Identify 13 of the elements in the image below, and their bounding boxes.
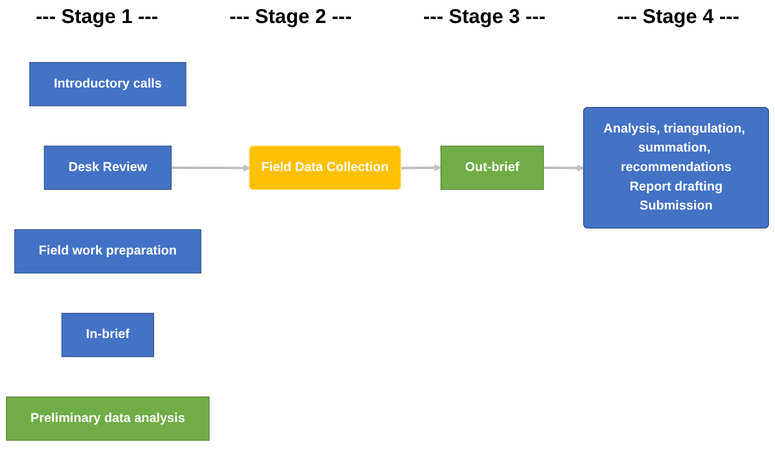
node-box: In-brief	[61, 312, 154, 357]
node-box: Preliminary data analysis	[6, 396, 210, 440]
arrow	[171, 164, 250, 172]
stage-heading: --- Stage 4 ---	[617, 6, 740, 28]
node-box: Out-brief	[440, 145, 544, 190]
node-box: Desk Review	[44, 145, 172, 190]
arrow	[543, 164, 584, 172]
stage-heading: --- Stage 3 ---	[423, 6, 546, 28]
stage-heading: --- Stage 2 ---	[230, 6, 352, 28]
stage-heading: --- Stage 1 ---	[36, 6, 158, 28]
node-box: Introductory calls	[29, 62, 186, 106]
arrow	[401, 164, 442, 171]
node-box: Field work preparation	[14, 228, 202, 274]
